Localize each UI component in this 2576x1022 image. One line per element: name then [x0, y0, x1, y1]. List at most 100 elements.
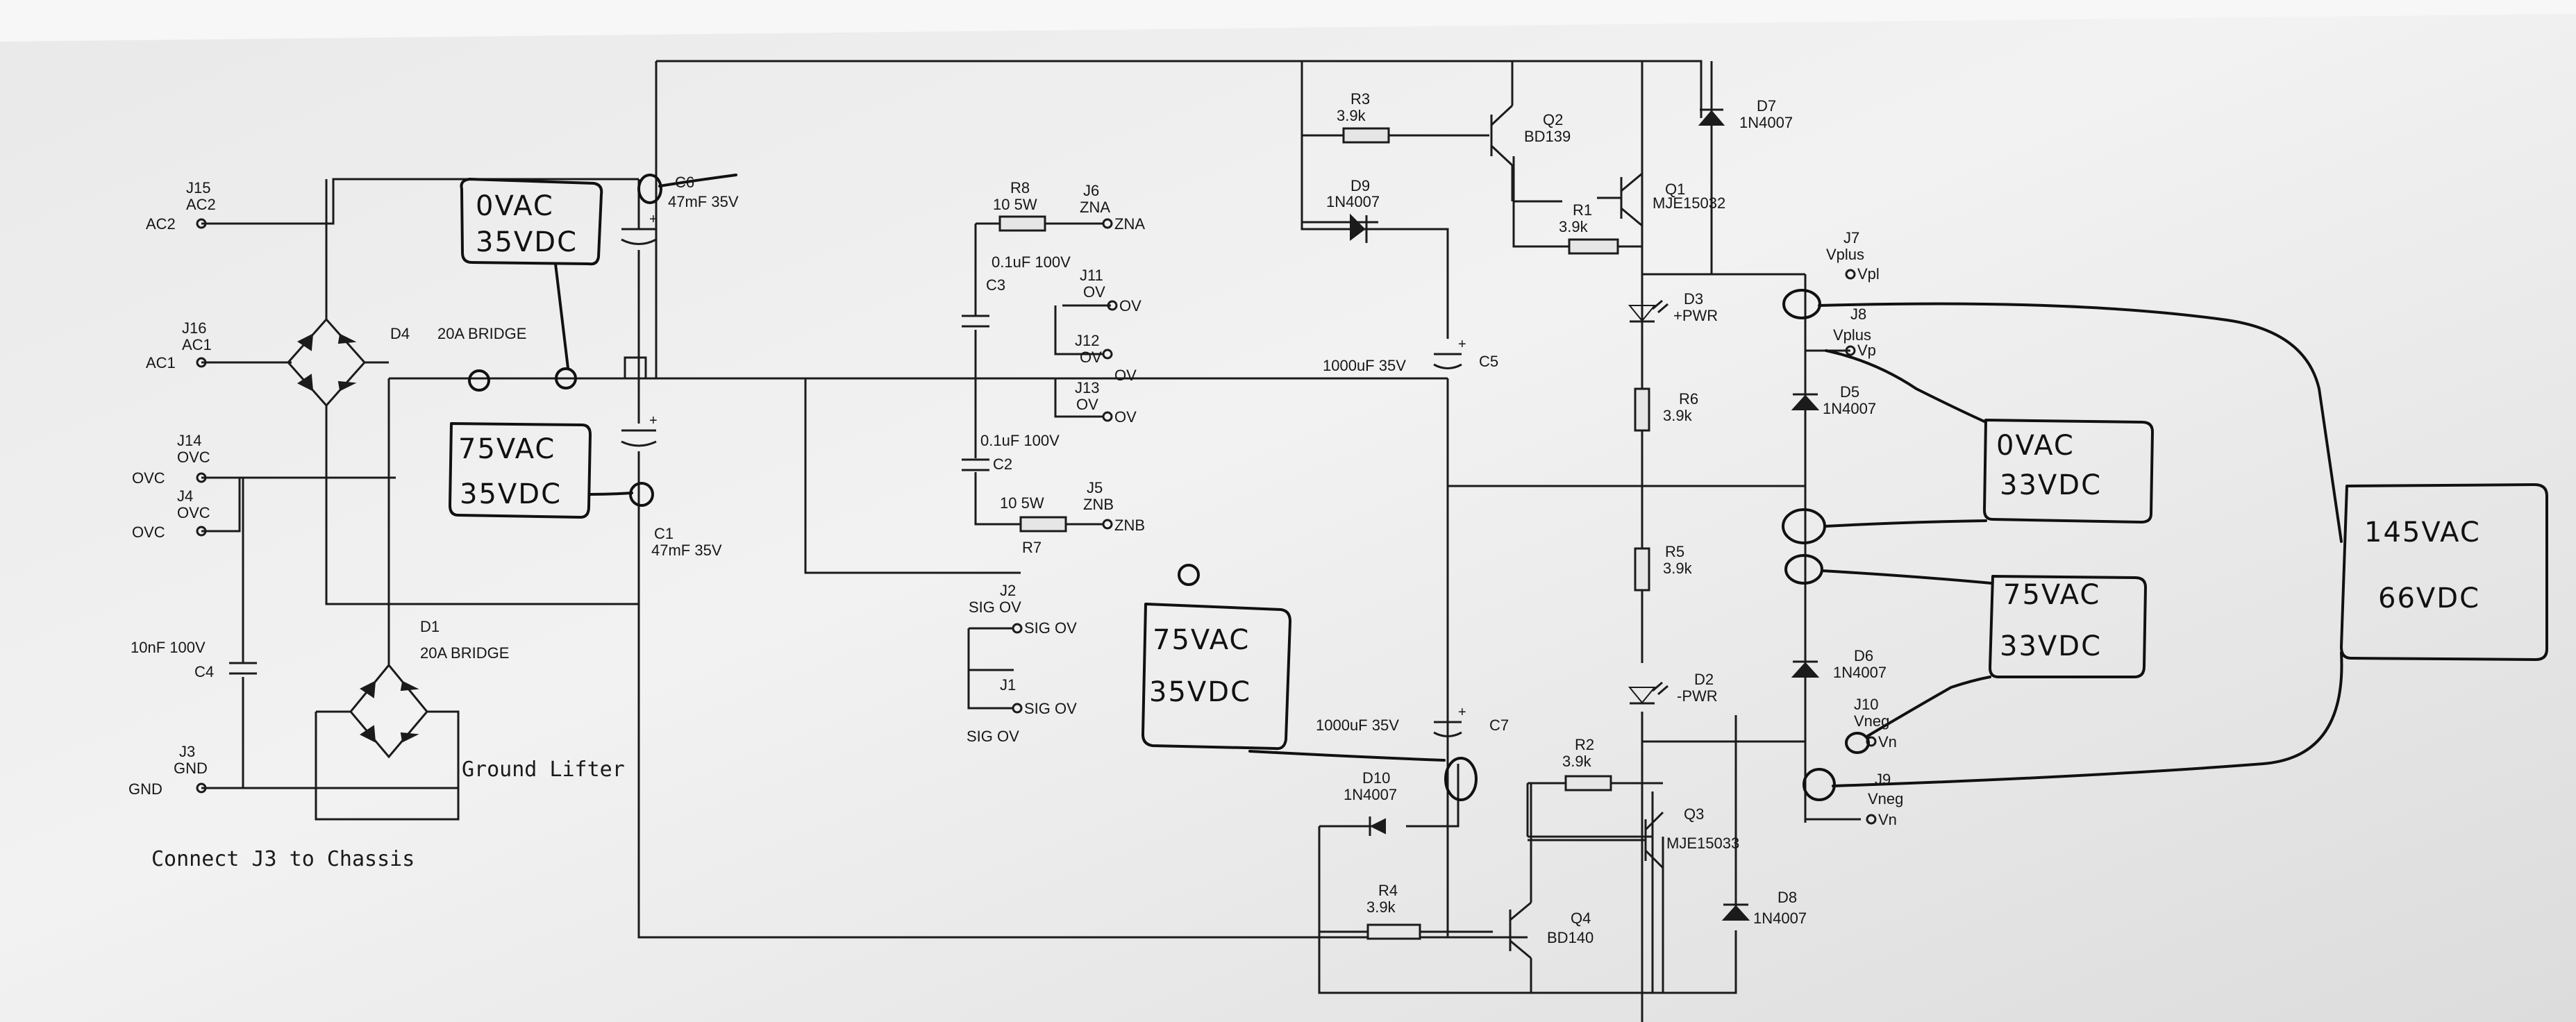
- j5-name: ZNB: [1083, 496, 1114, 513]
- j3-net: GND: [128, 780, 162, 798]
- diode-d8-symbol: [1721, 903, 1750, 921]
- j16-name: AC1: [182, 336, 212, 353]
- hand-left-mid-line2: 35VDC: [460, 478, 562, 510]
- hand-center-line1: 75VAC: [1153, 624, 1250, 656]
- resistor-r8-symbol: [998, 215, 1046, 232]
- q2-value: BD139: [1524, 128, 1571, 145]
- j9-net: Vn: [1878, 811, 1897, 828]
- j1-name: SIG OV: [967, 728, 1019, 745]
- ground-lifter-note: Ground Lifter: [462, 757, 625, 782]
- hand-right-lower-line1: 75VAC: [2003, 579, 2100, 611]
- d9-value: 1N4007: [1326, 193, 1380, 210]
- j4-name: OVC: [177, 504, 210, 521]
- c3-ref: C3: [986, 276, 1005, 294]
- hand-left-mid-line1: 75VAC: [458, 433, 555, 465]
- r8-ref: R8: [1010, 179, 1030, 196]
- hand-right-upper-line2: 33VDC: [2000, 469, 2102, 501]
- hand-right-lower-line2: 33VDC: [2000, 630, 2102, 662]
- d5-ref: D5: [1840, 383, 1859, 401]
- led-d3-symbol: [1628, 299, 1668, 323]
- hand-far-right-line2: 66VDC: [2378, 583, 2480, 614]
- c4-ref: C4: [194, 663, 214, 680]
- j3-name: GND: [174, 760, 208, 777]
- j6-ref: J6: [1083, 182, 1099, 199]
- c2-ref: C2: [993, 455, 1012, 473]
- resistor-r7-symbol: [1019, 516, 1067, 533]
- diode-d5-symbol: [1791, 393, 1820, 410]
- d3-ref: D3: [1684, 290, 1703, 308]
- j5-ref: J5: [1087, 479, 1103, 496]
- svg-text:+: +: [649, 212, 658, 227]
- q4-ref: Q4: [1571, 910, 1591, 927]
- d5-value: 1N4007: [1823, 400, 1876, 417]
- c5-value: 1000uF 35V: [1323, 357, 1406, 374]
- diode-d6-symbol: [1791, 660, 1820, 678]
- r8-value: 10 5W: [993, 196, 1037, 213]
- j9-ref: J9: [1875, 771, 1891, 788]
- c7-value: 1000uF 35V: [1316, 717, 1399, 734]
- j11-net: OV: [1119, 297, 1141, 315]
- d10-ref: D10: [1362, 769, 1390, 787]
- capacitor-c4-symbol: [229, 662, 257, 675]
- r1-ref: R1: [1573, 201, 1592, 219]
- bridge-d1-outline: [349, 663, 428, 759]
- j8-ref: J8: [1850, 305, 1866, 323]
- j10-ref: J10: [1854, 696, 1878, 713]
- capacitor-c1-symbol: +: [621, 413, 658, 447]
- j6-name: ZNA: [1080, 199, 1110, 216]
- r7-ref: R7: [1022, 539, 1042, 556]
- capacitor-c7-symbol: +: [1433, 486, 1466, 737]
- transistor-q2-symbol: [1490, 61, 1514, 201]
- j3-ref: J3: [179, 743, 195, 760]
- svg-text:+: +: [1458, 705, 1466, 720]
- c1-value: 47mF 35V: [651, 542, 722, 559]
- d4-ref: D4: [390, 325, 410, 342]
- j15-net: AC2: [146, 215, 176, 233]
- q3-ref: Q3: [1684, 805, 1704, 823]
- resistor-r6-symbol: [1634, 387, 1650, 432]
- r3-ref: R3: [1350, 90, 1370, 108]
- j12-name: OV: [1080, 349, 1102, 366]
- c6-value: 47mF 35V: [668, 193, 739, 210]
- d1-value: 20A BRIDGE: [420, 644, 509, 662]
- j8-net: Vp: [1857, 342, 1876, 359]
- d10-value: 1N4007: [1344, 786, 1397, 803]
- j2-name: SIG OV: [969, 598, 1021, 616]
- r6-value: 3.9k: [1663, 407, 1693, 424]
- q2-ref: Q2: [1543, 111, 1563, 128]
- hand-right-upper-line1: 0VAC: [1996, 430, 2075, 462]
- d8-ref: D8: [1778, 889, 1797, 906]
- d2-value: -PWR: [1677, 687, 1718, 705]
- r4-value: 3.9k: [1366, 898, 1396, 916]
- j2-ref: J2: [1000, 582, 1016, 599]
- resistor-r3-symbol: [1302, 127, 1448, 144]
- j16-ref: J16: [182, 319, 206, 337]
- bridge-d4-diodes: [297, 333, 357, 392]
- j15-ref: J15: [186, 179, 210, 196]
- d7-value: 1N4007: [1739, 114, 1793, 131]
- r3-value: 3.9k: [1337, 107, 1366, 124]
- j11-name: OV: [1083, 283, 1105, 301]
- svg-text:+: +: [649, 413, 658, 428]
- bridge-d1-diodes: [360, 680, 419, 743]
- q1-ref: Q1: [1665, 181, 1685, 198]
- hand-top-cap-line1: 0VAC: [476, 190, 554, 222]
- resistor-r1-symbol: [1568, 238, 1619, 255]
- r6-ref: R6: [1679, 390, 1698, 408]
- component-labels: D4 20A BRIDGE D1 20A BRIDGE C6 47mF 35V …: [131, 90, 1887, 946]
- r7-value: 10 5W: [1000, 494, 1044, 512]
- j14-name: OVC: [177, 449, 210, 466]
- resistor-r4-symbol: [1366, 923, 1421, 940]
- capacitor-c5-symbol: +: [1433, 337, 1466, 369]
- hand-far-right-line1: 145VAC: [2364, 517, 2481, 548]
- connector-tips: [196, 218, 1877, 825]
- j10-name: Vneg: [1854, 712, 1889, 730]
- d1-ref: D1: [420, 618, 440, 635]
- j14-net: OVC: [132, 469, 165, 487]
- j5-net: ZNB: [1114, 517, 1145, 534]
- j1-ref: J1: [1000, 676, 1016, 694]
- svg-text:+: +: [1458, 337, 1466, 352]
- d6-value: 1N4007: [1833, 664, 1887, 681]
- j1-net: SIG OV: [1024, 700, 1077, 717]
